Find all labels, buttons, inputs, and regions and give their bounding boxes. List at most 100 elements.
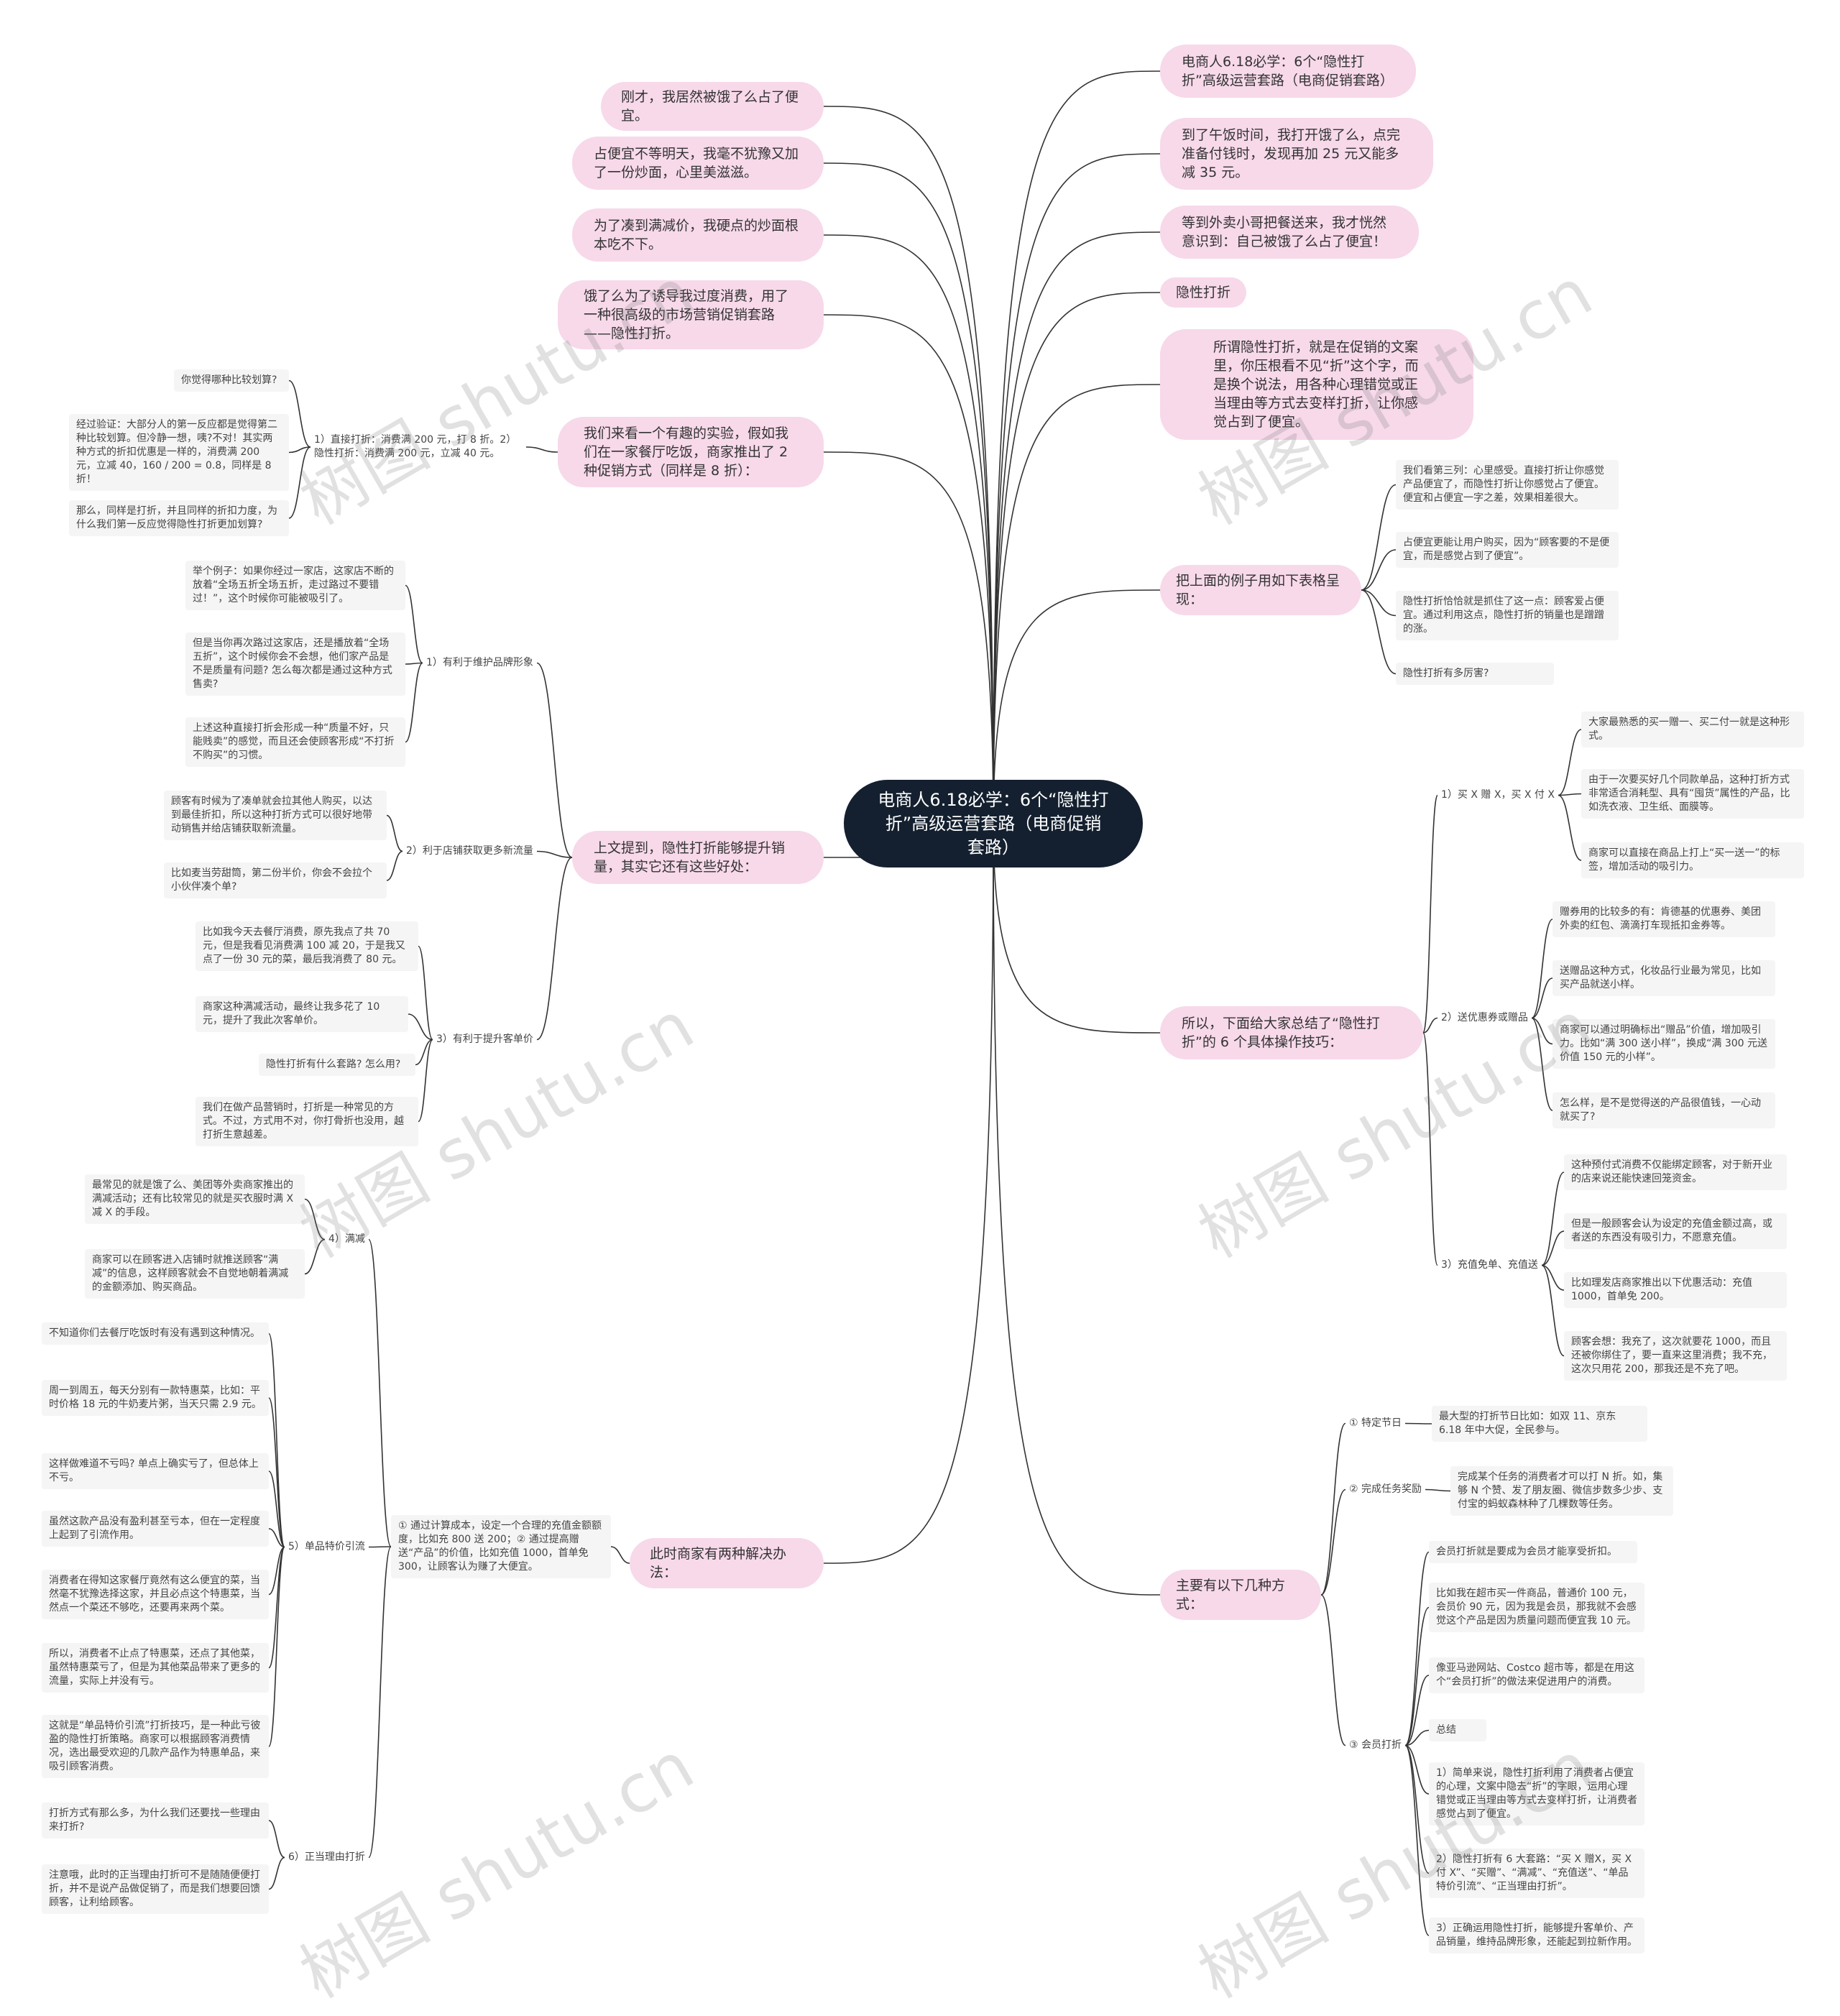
label-l7-b4: 4）满减 [325, 1230, 369, 1248]
leaf-l7-b5-4: 虽然这款产品没有盈利甚至亏本，但在一定程度上起到了引流作用。 [42, 1511, 269, 1547]
edge-leaf-r6-1 [1361, 484, 1397, 591]
edge-leaf-r7-b1-3 [1558, 794, 1582, 861]
label-l6-b3: 3）有利于提升客单价 [433, 1031, 537, 1049]
edge-leaf-l6-b1-1 [405, 584, 423, 664]
edge-label-r7-b2 [1422, 1017, 1438, 1034]
node-r7[interactable]: 所以，下面给大家总结了“隐性打折”的 6 个具体操作技巧： [1160, 1006, 1423, 1059]
leaf-r6-2: 占便宜更能让用户购买，因为“顾客要的不是便宜，而是感觉占到了便宜”。 [1396, 532, 1619, 568]
edge-leaf-r7-b1-1 [1558, 729, 1582, 796]
leaf-r8-b2-1: 完成某个任务的消费者才可以打 N 折。如，集够 N 个赞、发了朋友圈、微信步数多… [1450, 1466, 1673, 1516]
label-l5: 1）直接打折：消费满 200 元，打 8 折。2）隐性打折：消费满 200 元，… [310, 431, 526, 463]
label-r7-b1: 1）买 X 赠 X，买 X 付 X [1438, 786, 1558, 804]
edge-leaf-r7-b2-4 [1531, 1017, 1553, 1111]
node-r5[interactable]: 所谓隐性打折，就是在促销的文案里，你压根看不见“折”这个字，而是换个说法，用各种… [1160, 329, 1473, 440]
leaf-r8-b3-5: 1）简单来说，隐性打折利用了消费者占便宜的心理，文案中隐去“折”的字眼，运用心理… [1429, 1762, 1644, 1826]
center-topic[interactable]: 电商人6.18必学：6个“隐性打折”高级运营套路（电商促销套路） [844, 780, 1143, 867]
edge-leaf-l7-b5-7 [268, 1546, 285, 1747]
edge-leaf-r8-b2-1 [1425, 1488, 1451, 1492]
edge-center-r5 [993, 384, 1161, 824]
edge-leaf-r8-b3-7 [1404, 1744, 1430, 1936]
edge-label-r7-b3 [1422, 1032, 1438, 1266]
leaf-l7-b4-2: 商家可以在顾客进入店铺时就推送顾客“满减”的信息，这样顾客就会不自觉地朝着满减的… [85, 1249, 305, 1299]
edge-leaf-l7-mid [610, 1546, 630, 1564]
leaf-l7-b5-2: 周一到周五，每天分别有一款特惠菜，比如：平时价格 18 元的牛奶麦片粥，当天只需… [42, 1380, 269, 1416]
leaf-r7-b1-3: 商家可以直接在商品上打上“买一送一”的标签，增加活动的吸引力。 [1581, 842, 1804, 878]
edge-center-l1 [823, 106, 994, 824]
edge-center-l5 [823, 451, 994, 824]
leaf-l6-b1-3: 上述这种直接打折会形成一种“质量不好，只能贱卖”的感觉，而且还会使顾客形成“不打… [185, 717, 405, 767]
edge-label-l5 [525, 446, 558, 453]
leaf-l5-2: 经过验证：大部分人的第一反应都是觉得第二种比较划算。但冷静一想，咦?不对！其实两… [69, 414, 289, 491]
edge-center-r7 [993, 823, 1161, 1034]
leaf-r8-b3-7: 3）正确运用隐性打折，能够提升客单价、产品销量，维持品牌形象，还能起到拉新作用。 [1429, 1918, 1644, 1953]
leaf-r8-b3-1: 会员打折就是要成为会员才能享受折扣。 [1429, 1541, 1637, 1563]
edge-leaf-r8-b3-4 [1404, 1729, 1430, 1746]
edge-leaf-r7-b3-2 [1541, 1230, 1565, 1266]
leaf-r8-b3-3: 像亚马逊网站、Costco 超市等，都是在用这个“会员打折”的做法来促进用户的消… [1429, 1657, 1644, 1693]
leaf-l6-b2-1: 顾客有时候为了凑单就会拉其他人购买，以达到最佳折扣，所以这种打折方式可以很好地带… [164, 791, 387, 840]
leaf-l6-b2-2: 比如麦当劳甜筒，第二份半价，你会不会拉个小伙伴凑个单? [164, 862, 387, 898]
edge-leaf-l7-b4-1 [304, 1198, 326, 1241]
leaf-l7-b4-1: 最常见的就是饿了么、美团等外卖商家推出的满减活动；还有比较常见的就是买衣服时满 … [85, 1174, 305, 1224]
node-l2[interactable]: 占便宜不等明天，我毫不犹豫又加了一份炒面，心里美滋滋。 [572, 137, 824, 190]
leaf-r8-b1-1: 最大型的打折节日比如：如双 11、京东 6.18 年中大促，全民参与。 [1432, 1406, 1647, 1442]
edge-leaf-r7-b2-3 [1531, 1017, 1553, 1045]
edge-leaf-l7-b6-1 [268, 1820, 285, 1859]
leaf-l5-3: 那么，同样是打折，并且同样的折扣力度，为什么我们第一反应觉得隐性打折更加划算? [69, 500, 289, 536]
leaf-l7-b5-5: 消费者在得知这家餐厅竟然有这么便宜的菜，当然毫不犹豫选择这家，并且必点这个特惠菜… [42, 1570, 269, 1619]
node-r3[interactable]: 等到外卖小哥把餐送来，我才恍然意识到：自己被饿了么占了便宜！ [1160, 206, 1419, 259]
edge-leaf-r8-b3-6 [1404, 1744, 1430, 1874]
edge-center-l3 [823, 234, 994, 824]
leaf-r7-b2-2: 送赠品这种方式，化妆品行业最为常见，比如买产品就送小样。 [1552, 960, 1775, 996]
leaf-r8-b3-4: 总结 [1429, 1719, 1486, 1741]
node-r6[interactable]: 把上面的例子用如下表格呈现： [1160, 565, 1361, 615]
edge-leaf-l7-b5-1 [268, 1333, 285, 1548]
node-r4[interactable]: 隐性打折 [1160, 277, 1246, 308]
leaf-l7-mid: ① 通过计算成本，设定一个合理的充值金额额度，比如充 800 送 200；② 通… [391, 1515, 611, 1578]
edge-label-l7-b4 [368, 1238, 392, 1547]
edge-leaf-l6-b3-2 [408, 1013, 433, 1041]
node-l5[interactable]: 我们来看一个有趣的实验，假如我们在一家餐厅吃饭，商家推出了 2 种促销方式（同样… [558, 417, 824, 487]
leaf-r7-b2-1: 赠券用的比较多的有：肯德基的优惠券、美团外卖的红包、滴滴打车现抵扣金券等。 [1552, 901, 1775, 937]
edge-center-r8 [993, 823, 1161, 1596]
edge-center-r2 [993, 153, 1161, 824]
leaf-r8-b3-2: 比如我在超市买一件商品，普通价 100 元，会员价 90 元，因为我是会员，那我… [1429, 1583, 1644, 1632]
edge-leaf-l7-b5-4 [268, 1528, 285, 1548]
node-l4[interactable]: 饿了么为了诱导我过度消费，用了一种很高级的市场营销促销套路——隐性打折。 [558, 280, 824, 349]
edge-leaf-r6-3 [1361, 589, 1397, 617]
label-l7-b6: 6）正当理由打折 [285, 1849, 369, 1867]
edge-leaf-l5-2 [288, 446, 311, 454]
edge-center-r4 [993, 292, 1161, 824]
leaf-r7-b3-3: 比如理发店商家推出以下优惠活动：充值 1000，首单免 200。 [1564, 1272, 1787, 1308]
node-l3[interactable]: 为了凑到满减价，我硬点的炒面根本吃不下。 [572, 208, 824, 262]
node-l7[interactable]: 此时商家有两种解决办法： [630, 1538, 824, 1588]
label-l6-b2: 2）利于店铺获取更多新流量 [402, 842, 537, 860]
edge-label-r7-b1 [1422, 794, 1438, 1034]
edge-leaf-l6-b3-4 [418, 1039, 433, 1123]
node-r8[interactable]: 主要有以下几种方式： [1160, 1570, 1321, 1620]
edge-center-l4 [823, 314, 994, 824]
edge-label-l7-b6 [368, 1546, 392, 1859]
edge-center-l2 [823, 162, 994, 824]
edge-leaf-r8-b3-3 [1404, 1675, 1430, 1746]
edge-leaf-l6-b1-2 [405, 662, 423, 665]
label-l7-b5: 5）单品特价引流 [285, 1538, 369, 1556]
leaf-l6-b1-1: 举个例子：如果你经过一家店，这家店不断的放着“全场五折全场五折，走过路过不要错过… [185, 561, 405, 610]
leaf-l6-b3-4: 我们在做产品营销时，打折是一种常见的方式。不过，方式用不对，你打骨折也没用，越打… [196, 1097, 418, 1146]
edge-leaf-l6-b1-3 [405, 662, 423, 743]
edge-center-r6 [993, 589, 1161, 824]
edge-label-r8-b2 [1320, 1488, 1346, 1596]
edge-leaf-r8-b3-5 [1404, 1744, 1430, 1795]
node-l6[interactable]: 上文提到，隐性打折能够提升销量，其实它还有这些好处： [572, 831, 824, 884]
edge-leaf-l6-b2-1 [386, 814, 403, 852]
edge-leaf-l7-b5-6 [268, 1546, 285, 1669]
node-l1[interactable]: 刚才，我居然被饿了么占了便宜。 [601, 82, 824, 131]
node-r2[interactable]: 到了午饭时间，我打开饿了么，点完准备付钱时，发现再加 25 元又能多减 35 元… [1160, 118, 1433, 190]
edge-leaf-l5-1 [288, 379, 311, 448]
edge-leaf-r7-b2-2 [1531, 977, 1553, 1019]
node-r1[interactable]: 电商人6.18必学：6个“隐性打折”高级运营套路（电商促销套路） [1160, 45, 1416, 98]
leaf-r7-b3-2: 但是一般顾客会认为设定的充值金额过高，或者送的东西没有吸引力，不愿意充值。 [1564, 1213, 1787, 1249]
leaf-r7-b2-3: 商家可以通过明确标出“赠品”价值，增加吸引力。比如“满 300 送小样”，换成“… [1552, 1019, 1775, 1069]
label-r8-b3: ③ 会员打折 [1346, 1736, 1406, 1754]
edge-leaf-r8-b3-1 [1404, 1551, 1430, 1746]
